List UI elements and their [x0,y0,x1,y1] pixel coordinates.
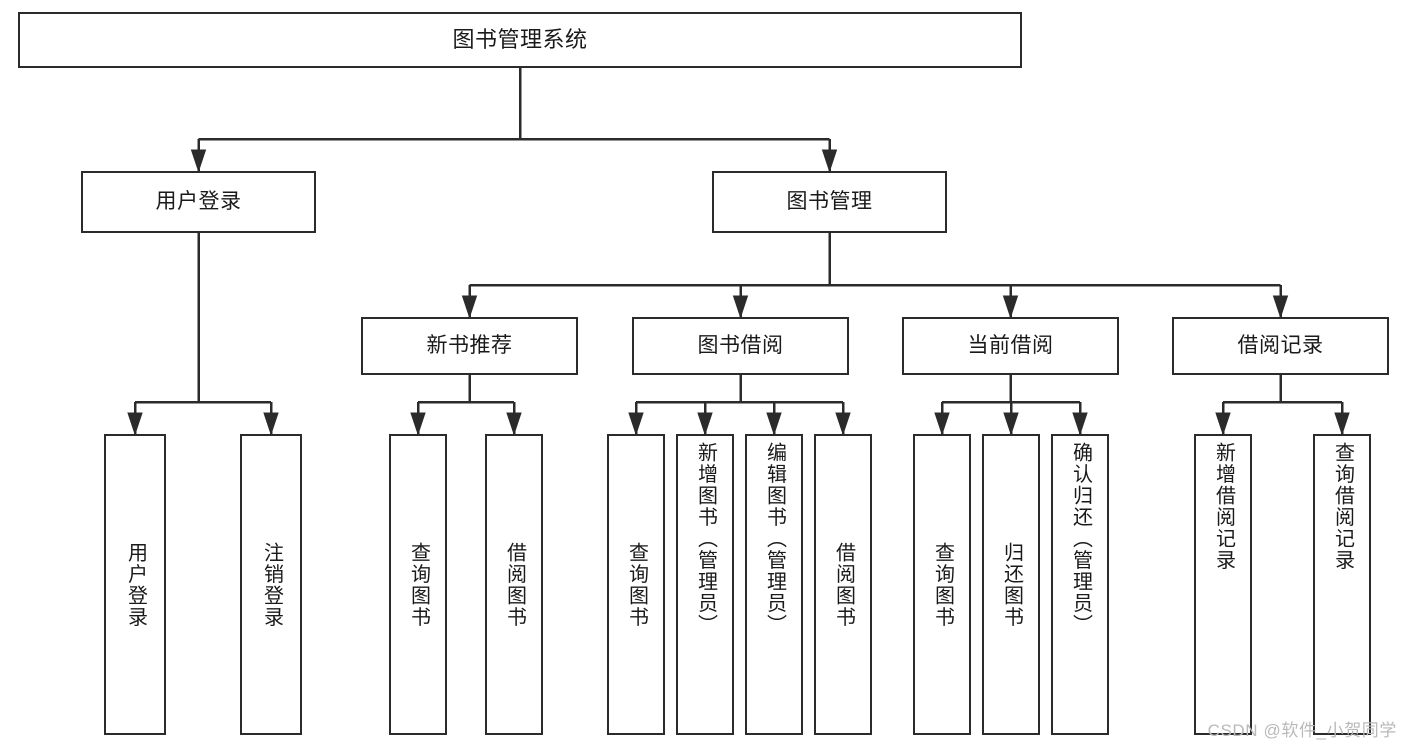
edge-arrowhead [190,149,207,173]
node-label: 用户登录 [124,541,147,628]
node-leaf-borrow-book-rec[interactable]: 借阅图书 [485,434,543,735]
edge-arrowhead [410,412,426,436]
node-book-borrow[interactable]: 图书借阅 [632,317,849,375]
node-label: 图书借阅 [697,333,784,357]
node-label: 借阅记录 [1237,333,1324,357]
edge-arrowhead [934,412,950,436]
node-user-login[interactable]: 用户登录 [81,171,316,233]
node-label: 新增图书（管理员） [694,442,717,636]
node-label: 编辑图书（管理员） [763,442,786,636]
node-book-manage[interactable]: 图书管理 [712,171,947,233]
edge-arrowhead [1072,412,1088,436]
edge-arrowhead [506,412,522,436]
node-leaf-add-borrow-record[interactable]: 新增借阅记录 [1194,434,1252,735]
edge-arrowhead [1272,295,1289,319]
node-label: 图书管理 [786,189,873,213]
node-leaf-user-login[interactable]: 用户登录 [104,434,166,735]
edge-arrowhead [1002,295,1019,319]
edge-arrowhead [263,412,279,436]
edge-arrowhead [697,412,713,436]
node-label: 查询图书 [625,541,648,628]
edge-arrowhead [461,295,478,319]
edge-arrowhead [1215,412,1231,436]
node-borrow-records[interactable]: 借阅记录 [1172,317,1389,375]
node-label: 新增借阅记录 [1212,442,1235,571]
node-label: 图书管理系统 [452,27,588,53]
node-leaf-confirm-return-admin[interactable]: 确认归还（管理员） [1051,434,1109,735]
node-label: 借阅图书 [832,541,855,628]
node-label: 新书推荐 [426,333,513,357]
edge-arrowhead [1003,412,1019,436]
node-leaf-edit-book-admin[interactable]: 编辑图书（管理员） [745,434,803,735]
node-new-book-rec[interactable]: 新书推荐 [361,317,578,375]
node-current-borrow[interactable]: 当前借阅 [902,317,1119,375]
edge-arrowhead [732,295,749,319]
edge-arrowhead [766,412,782,436]
node-label: 确认归还（管理员） [1069,442,1092,636]
node-label: 归还图书 [1000,541,1023,628]
node-label: 用户登录 [155,189,242,213]
node-label: 查询图书 [407,541,430,628]
node-label: 当前借阅 [967,333,1054,357]
edge-arrowhead [628,412,644,436]
node-label: 查询图书 [931,541,954,628]
edge-arrowhead [127,412,143,436]
node-leaf-query-book-borrow[interactable]: 查询图书 [607,434,665,735]
node-leaf-query-borrow-record[interactable]: 查询借阅记录 [1313,434,1371,735]
node-leaf-return-book[interactable]: 归还图书 [982,434,1040,735]
node-root[interactable]: 图书管理系统 [18,12,1022,68]
edge-arrowhead [1334,412,1350,436]
edge-arrowhead [835,412,851,436]
edge-arrowhead [821,149,838,173]
node-label: 借阅图书 [503,541,526,628]
node-label: 查询借阅记录 [1331,442,1354,571]
node-leaf-add-book-admin[interactable]: 新增图书（管理员） [676,434,734,735]
watermark: CSDN @软件_小贺同学 [1207,721,1397,740]
node-leaf-user-logout[interactable]: 注销登录 [240,434,302,735]
node-leaf-query-book-rec[interactable]: 查询图书 [389,434,447,735]
node-label: 注销登录 [260,541,283,628]
node-leaf-query-book-current[interactable]: 查询图书 [913,434,971,735]
node-leaf-borrow-book[interactable]: 借阅图书 [814,434,872,735]
